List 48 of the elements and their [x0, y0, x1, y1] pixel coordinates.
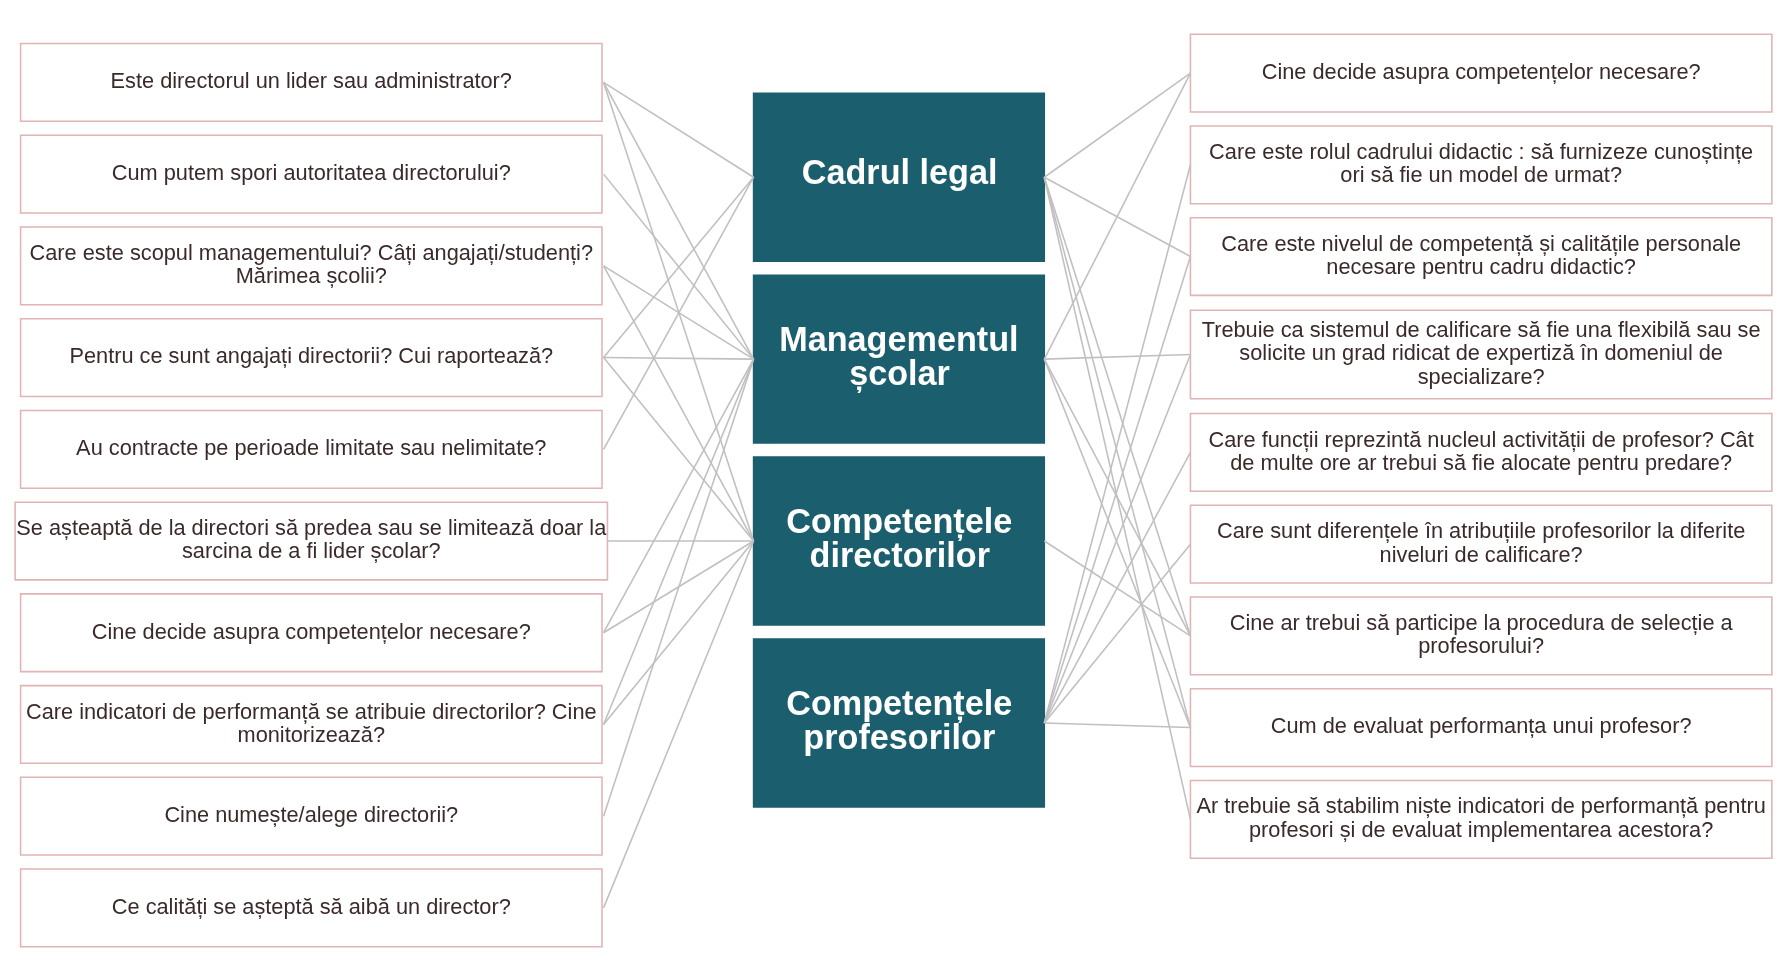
node-box: Care este scopul managementului? Câți angajați/studenți? Mărimea școlii? [19, 225, 603, 305]
node-box: Care indicatori de performanță se atribuie directorilor? Cine monitorizează? [19, 684, 603, 764]
node-box: Care sunt diferențele în atribuțiile profesorilor la diferite niveluri de calificare? [1189, 504, 1773, 584]
connector [602, 356, 755, 360]
connector [602, 539, 755, 725]
connector [602, 357, 755, 817]
connector [602, 81, 755, 178]
connector [602, 81, 755, 360]
connector [602, 175, 755, 450]
connector [602, 264, 755, 542]
connector [1043, 542, 1192, 724]
node-box: Cum putem spori autoritatea directorului? [19, 134, 603, 214]
node-box: Ar trebuie să stabilim niște indicatori de performanță pentru profesori și de evaluat implementarea acestora? [1189, 779, 1773, 859]
connector [1043, 255, 1192, 724]
node-box: Cum de evaluat performanța unui profesor? [1189, 687, 1773, 767]
node-box: Pentru ce sunt angajați directorii? Cui raportează? [19, 317, 603, 397]
node-box: Au contracte pe perioade limitate sau nelimitate? [19, 409, 603, 489]
node-box: Cine numește/alege directorii? [19, 776, 603, 856]
connector [602, 539, 755, 634]
node-box: Cadrul legal [752, 92, 1046, 262]
node-box: Se așteaptă de la directori să predea sau se limitează doar la sarcina de a fi lider școlar? [14, 500, 609, 581]
node-box: Ce calități se așteptă să aibă un director? [19, 867, 603, 948]
connector [1043, 175, 1192, 637]
connector [1043, 71, 1192, 360]
node-box: Cine ar trebui să participe la procedura de selecție a profesorului? [1189, 595, 1773, 675]
connector [1043, 721, 1192, 728]
connector [602, 356, 755, 542]
node-box: Managementul școlar [752, 273, 1046, 444]
connector [602, 539, 755, 909]
node-box: Care funcții reprezintă nucleul activității de profesor? Cât de multe ore ar trebui să fie alocate pentru predare? [1189, 412, 1773, 492]
node-box: Competențele profesorilor [752, 637, 1046, 808]
connector [1043, 175, 1192, 257]
connector [1043, 451, 1192, 724]
connector [1043, 71, 1192, 178]
connector [1043, 353, 1192, 360]
connector [1043, 539, 1192, 637]
connector [602, 81, 755, 542]
node-box: Care este rolul cadrului didactic : să furnizeze cunoștințe ori să fie un model de urmat? [1189, 124, 1773, 204]
node-box: Competențele directorilor [752, 455, 1046, 626]
connector [602, 357, 755, 634]
node-box: Cine decide asupra competențelor necesare? [1189, 32, 1773, 113]
connector [602, 264, 755, 360]
connector [606, 539, 755, 542]
node-box: Trebuie ca sistemul de calificare să fie una flexibilă sau se solicite un grad ridicat de expertiză în domeniul de specializare? [1189, 308, 1773, 400]
node-box: Care este nivelul de competență și calitățile personale necesare pentru cadru didactic? [1189, 216, 1773, 296]
node-box: Este directorul un lider sau administrator? [19, 42, 603, 122]
connector [602, 357, 755, 725]
node-box: Cine decide asupra competențelor necesare? [19, 592, 603, 672]
